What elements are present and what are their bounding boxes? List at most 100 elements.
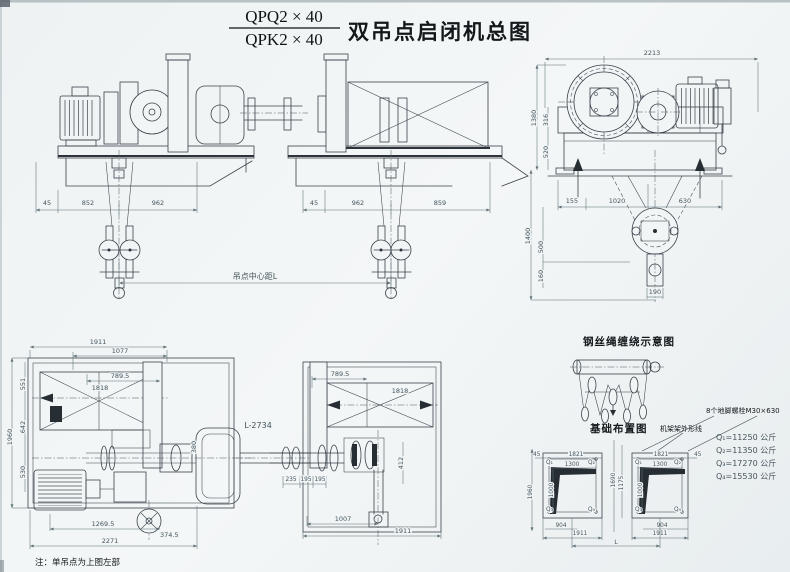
corner-label: Q₁	[546, 460, 553, 466]
dim-label: 45	[310, 199, 318, 207]
corner-label: Q₂	[588, 460, 595, 466]
plan-right-unit	[269, 361, 442, 545]
load-q3: Q₃=17270 公斤	[716, 458, 776, 468]
dim-label: 962	[152, 199, 164, 207]
dim-label: 2213	[644, 49, 661, 57]
drawing-title: 双吊点启闭机总图	[348, 20, 532, 44]
dim-label: 1960	[528, 484, 534, 499]
load-q4: Q₄=15530 公斤	[716, 471, 776, 481]
connecting-shaft	[240, 97, 308, 131]
right-pulley-block	[370, 150, 412, 300]
anchor-bolt-label: 8个地脚螺栓M30×630	[706, 406, 780, 415]
ring-gear	[323, 53, 349, 153]
dim-label: 1380	[530, 110, 538, 127]
shaft-length-label: L-2734	[244, 421, 272, 430]
dim-label: 520	[542, 146, 550, 158]
foundation-dimensions: 45 1821 1300 1821 1300 45 1000 1000 1960…	[527, 440, 703, 548]
brake-unit	[713, 79, 732, 155]
foundation-plan: 基础布置图 机架架外形线 8个地脚螺栓M30×630 Q₁=11250 公斤 Q…	[527, 406, 780, 548]
corner-label: Q₃	[635, 507, 643, 513]
brake-assembly	[343, 437, 385, 473]
lifting-screw	[368, 430, 389, 545]
rope-diagram-title: 钢丝绳缠绕示意图	[583, 335, 675, 348]
drum-plan	[326, 382, 434, 428]
rope-drum	[346, 81, 490, 149]
dim-label: 642	[19, 421, 27, 433]
dim-label: 1269.5	[92, 520, 115, 528]
center-distance-label: 吊点中心距L	[233, 271, 278, 281]
dim-label: 1300	[565, 462, 580, 468]
dim-label: 1911	[573, 531, 588, 537]
plan-view: 1911 1077 789.5 1818 1960 551 642 530 38…	[5, 337, 442, 568]
motor	[59, 86, 101, 147]
dim-label: 852	[82, 199, 94, 207]
ring-gear-plan	[309, 361, 328, 469]
frame-outline-label: 机架架外形线	[660, 424, 702, 433]
dim-label: 789.5	[111, 372, 130, 380]
dim-label: 551	[19, 378, 27, 390]
dim-label: 235	[285, 477, 296, 483]
dim-label: 190	[649, 288, 661, 296]
corner-label: Q₄	[588, 507, 596, 513]
dim-label: 380	[190, 441, 198, 453]
dim-label: 45	[694, 452, 702, 458]
coupling-housing	[195, 427, 241, 505]
title-block: QPQ2 × 40 QPK2 × 40 双吊点启闭机总图	[229, 7, 532, 49]
dim-label: 1911	[90, 338, 107, 346]
load-q1: Q₁=11250 公斤	[716, 432, 776, 442]
dim-label: 500	[537, 241, 545, 253]
dim-label: 904	[555, 523, 566, 529]
dim-label: 195	[314, 477, 325, 483]
drawing-note: 注：单吊点为上图左部	[35, 557, 121, 568]
side-view-dimensions: 2213 1380 316 520 1400 500 160 155 1020 …	[523, 48, 759, 301]
sheave-plan	[136, 500, 162, 540]
front-right-unit	[287, 53, 529, 300]
model-upper: QPQ2 × 40	[245, 7, 323, 26]
corner-label: Q₄	[674, 507, 682, 513]
model-lower: QPK2 × 40	[245, 30, 323, 49]
dim-label: 195	[300, 477, 311, 483]
dim-label: 1000	[549, 482, 555, 497]
left-pulley-block	[98, 150, 141, 300]
load-table: Q₁=11250 公斤 Q₂=11350 公斤 Q₃=17270 公斤 Q₄=1…	[716, 432, 776, 481]
dim-label: 412	[397, 457, 405, 469]
plan-view-dimensions: 1911 1077 789.5 1818 1960 551 642 530 38…	[5, 337, 442, 549]
side-view: 2213 1380 316 520 1400 500 160 155 1020 …	[523, 48, 759, 302]
foundation-left-square: Q₁ Q₂ Q₃ Q₄	[542, 452, 603, 519]
dim-label: 1960	[6, 429, 14, 446]
dim-label: 1821	[654, 452, 669, 458]
ring-gear	[165, 53, 191, 153]
plan-left-unit	[27, 357, 250, 540]
dim-label: 155	[566, 197, 578, 205]
dim-label: 160	[537, 270, 545, 282]
motor	[675, 76, 719, 129]
drum-length-label: 1818	[92, 384, 109, 392]
dim-label: 45	[533, 452, 541, 458]
dim-label: 962	[352, 199, 364, 207]
motor-plan	[33, 469, 147, 511]
dim-label: 374.5	[160, 531, 179, 539]
corner-label: Q₁	[635, 460, 642, 466]
gearbox	[103, 81, 175, 145]
dim-label: 1000	[638, 482, 644, 497]
front-left-unit	[57, 53, 308, 300]
rope-winding-diagram: 钢丝绳缠绕示意图	[570, 335, 675, 424]
pinion-flange	[636, 88, 680, 136]
dim-label: 1690	[611, 472, 617, 487]
hook-assembly	[611, 150, 703, 302]
dim-label: 1400	[524, 228, 532, 245]
dim-label: 1911	[395, 527, 412, 535]
dim-label: 630	[679, 197, 691, 205]
dim-label: 1175	[619, 475, 625, 490]
dim-label: 1007	[335, 515, 352, 523]
couplings	[269, 444, 345, 472]
dim-label: 789.5	[331, 370, 350, 378]
dim-label: L	[614, 538, 618, 546]
drum-end-disc	[558, 56, 650, 154]
foundation-title: 基础布置图	[589, 422, 648, 435]
dim-label: 859	[434, 199, 446, 207]
dim-label: 1300	[653, 462, 668, 468]
